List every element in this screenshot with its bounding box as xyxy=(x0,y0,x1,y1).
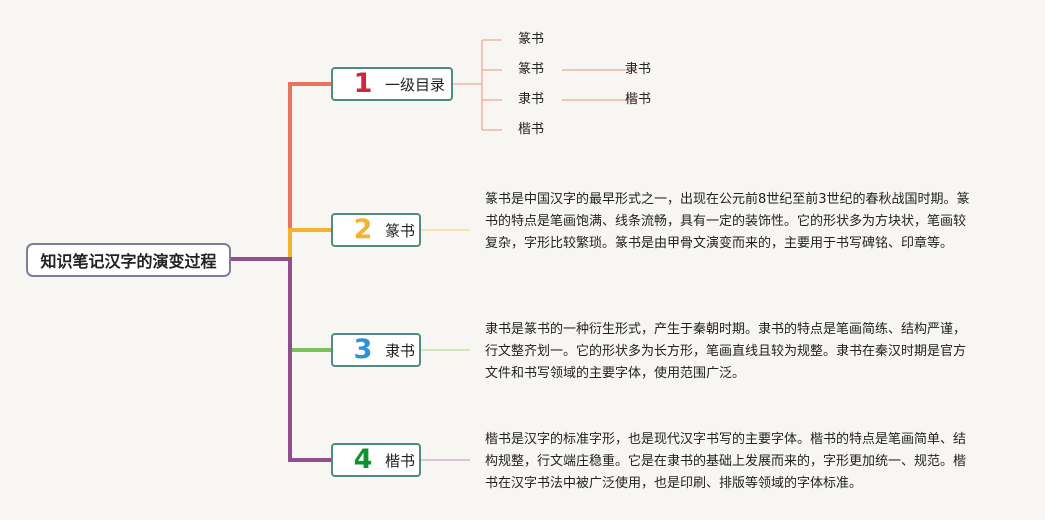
topic-3-label: 隶书 xyxy=(385,341,416,360)
connector-branch-4 xyxy=(231,257,331,462)
subtopic-1-2[interactable]: 篆书 xyxy=(518,62,545,77)
topic-4[interactable]: 4 楷书 xyxy=(331,443,421,477)
topic-2-label: 篆书 xyxy=(385,221,416,240)
subtopic-1-2-child[interactable]: 隶书 xyxy=(625,62,652,77)
topic-2-number: 2 xyxy=(353,214,373,245)
subtopic-1-3-child[interactable]: 楷书 xyxy=(625,92,652,107)
topic-3-description[interactable]: 隶书是篆书的一种衍生形式，产生于秦朝时期。隶书的特点是笔画简练、结构严谨，行文整… xyxy=(485,322,967,381)
subtopic-1-4[interactable]: 楷书 xyxy=(518,122,545,137)
connector-subtopics-1 xyxy=(453,39,502,131)
subtopic-1-1[interactable]: 篆书 xyxy=(518,32,545,47)
topic-1-label: 一级目录 xyxy=(385,75,446,94)
topic-4-label: 楷书 xyxy=(385,451,416,470)
topic-2[interactable]: 2 篆书 xyxy=(331,213,421,247)
connector-branch-2 xyxy=(231,228,331,261)
topic-4-number: 4 xyxy=(353,444,373,475)
topic-4-description[interactable]: 楷书是汉字的标准字形，也是现代汉字书写的主要字体。楷书的特点是笔画简单、结构规整… xyxy=(485,432,967,491)
connector-branch-3 xyxy=(231,257,331,352)
topic-3[interactable]: 3 隶书 xyxy=(331,333,421,367)
connector-branch-1 xyxy=(231,82,331,261)
root-topic[interactable]: 知识笔记汉字的演变过程 xyxy=(26,243,231,277)
topic-2-description[interactable]: 篆书是中国汉字的最早形式之一，出现在公元前8世纪至前3世纪的春秋战国时期。篆书的… xyxy=(485,192,970,251)
root-title: 知识笔记汉字的演变过程 xyxy=(40,252,217,271)
topic-1-number: 1 xyxy=(353,68,373,99)
topic-1[interactable]: 1 一级目录 xyxy=(331,67,453,101)
topic-3-number: 3 xyxy=(353,334,373,365)
subtopic-1-3[interactable]: 隶书 xyxy=(518,92,545,107)
